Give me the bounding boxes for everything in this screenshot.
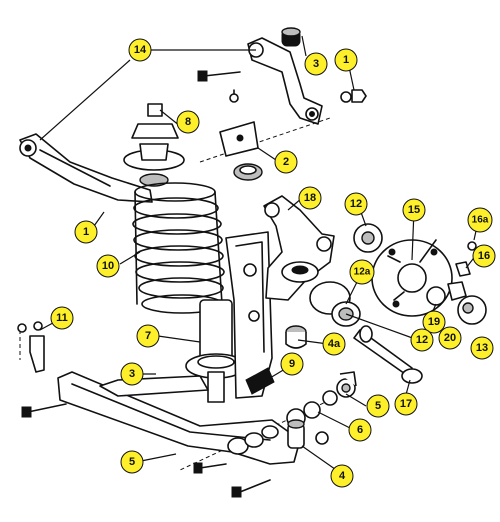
svg-text:3: 3 xyxy=(313,58,319,70)
callout-18: 18 xyxy=(298,186,322,210)
svg-text:3: 3 xyxy=(129,368,135,380)
svg-text:5: 5 xyxy=(375,400,381,412)
svg-text:1: 1 xyxy=(83,226,89,238)
callout-16a: 16a xyxy=(467,207,493,233)
callout-4a: 4a xyxy=(322,332,346,356)
washer-stack xyxy=(286,371,357,428)
svg-text:16a: 16a xyxy=(472,215,489,226)
svg-text:9: 9 xyxy=(289,358,295,370)
svg-text:8: 8 xyxy=(185,116,191,128)
callout-1-left: 1 xyxy=(74,220,98,244)
svg-text:10: 10 xyxy=(102,260,114,272)
alignment-line-1 xyxy=(199,117,331,163)
callout-12a: 12a xyxy=(349,259,375,285)
callout-9: 9 xyxy=(280,352,304,376)
svg-text:19: 19 xyxy=(428,316,440,328)
grease-nipple xyxy=(229,89,239,103)
fulcrum-pin xyxy=(287,419,329,449)
callout-5-left: 5 xyxy=(120,450,144,474)
rubber-bush xyxy=(281,27,301,47)
callout-11: 11 xyxy=(50,306,74,330)
bearing-housing xyxy=(309,281,361,327)
callout-2: 2 xyxy=(274,150,298,174)
upper-bolt xyxy=(197,70,241,82)
svg-text:12: 12 xyxy=(350,198,362,210)
callout-6: 6 xyxy=(348,418,372,442)
upper-arm xyxy=(19,133,153,203)
callout-17: 17 xyxy=(394,392,418,416)
svg-text:6: 6 xyxy=(357,424,363,436)
callout-12-lower: 12 xyxy=(410,328,434,352)
callout-1-upper: 1 xyxy=(334,48,358,72)
callout-19: 19 xyxy=(422,310,446,334)
callout-7: 7 xyxy=(136,324,160,348)
lower-left-bolt xyxy=(21,403,67,418)
callouts: 14 3 1 8 2 1 18 12 xyxy=(50,38,496,488)
svg-text:16: 16 xyxy=(478,250,490,262)
svg-text:20: 20 xyxy=(444,332,456,344)
rebound-bush xyxy=(245,367,275,395)
spring-top-mount xyxy=(123,103,185,187)
callout-4: 4 xyxy=(330,464,354,488)
upper-rocker xyxy=(247,37,323,125)
svg-text:15: 15 xyxy=(408,204,420,216)
callout-16: 16 xyxy=(472,244,496,268)
callout-12-top: 12 xyxy=(344,192,368,216)
svg-text:12a: 12a xyxy=(354,267,371,278)
svg-text:14: 14 xyxy=(134,44,147,56)
callout-13: 13 xyxy=(470,336,494,360)
bush-4a xyxy=(285,325,307,349)
bottom-bolts xyxy=(193,462,271,498)
svg-text:12: 12 xyxy=(416,334,428,346)
svg-text:5: 5 xyxy=(129,456,135,468)
lower-bracket xyxy=(17,321,45,373)
subframe-bracket xyxy=(225,231,273,399)
callout-3-lower: 3 xyxy=(120,362,144,386)
swivel-hub xyxy=(263,195,335,301)
trunnion xyxy=(219,121,263,181)
drive-shaft xyxy=(353,325,423,384)
callout-8: 8 xyxy=(176,110,200,134)
svg-text:11: 11 xyxy=(56,312,68,324)
svg-text:4: 4 xyxy=(339,470,346,482)
svg-text:13: 13 xyxy=(476,342,488,354)
washer-nut-upper xyxy=(340,89,367,103)
wheel-nut xyxy=(455,241,477,277)
callout-10: 10 xyxy=(96,254,120,278)
coil-spring xyxy=(132,182,225,314)
svg-text:1: 1 xyxy=(343,54,349,66)
hub-nut-cap xyxy=(426,281,487,325)
callout-15: 15 xyxy=(402,198,426,222)
callout-14: 14 xyxy=(128,38,152,62)
callout-20: 20 xyxy=(438,326,462,350)
lower-washers xyxy=(227,425,279,455)
svg-text:7: 7 xyxy=(145,330,151,342)
callout-5-right: 5 xyxy=(366,394,390,418)
svg-text:2: 2 xyxy=(283,156,289,168)
callout-3-upper: 3 xyxy=(304,52,328,76)
damper xyxy=(185,299,247,403)
svg-text:4a: 4a xyxy=(328,338,341,350)
svg-text:17: 17 xyxy=(400,398,412,410)
svg-text:18: 18 xyxy=(304,192,316,204)
